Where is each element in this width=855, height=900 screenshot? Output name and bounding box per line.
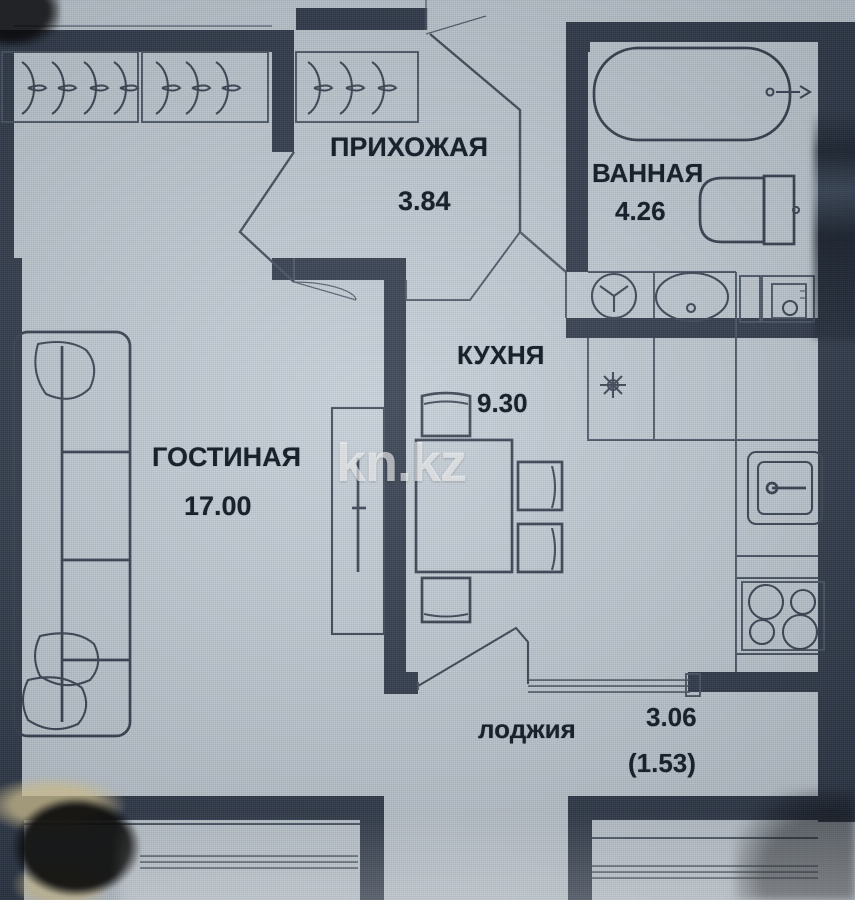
washing-machine-icon <box>590 272 638 320</box>
windows <box>24 823 818 879</box>
closet-with-hangers <box>1 51 419 123</box>
utility-riser <box>739 275 815 323</box>
door-swings <box>293 15 567 301</box>
cooktop-icon <box>741 581 825 651</box>
vent-star-icon <box>600 372 626 398</box>
washbasin-icon <box>654 271 730 323</box>
sofa <box>12 330 132 738</box>
dining-table <box>414 438 514 574</box>
walls <box>0 8 855 900</box>
wardrobe <box>330 406 386 636</box>
loggia-door <box>417 626 701 697</box>
kitchen-sink-icon <box>746 450 824 526</box>
bathroom-fixtures <box>590 46 813 398</box>
toilet-icon <box>698 174 801 246</box>
dining-chairs <box>420 391 564 624</box>
